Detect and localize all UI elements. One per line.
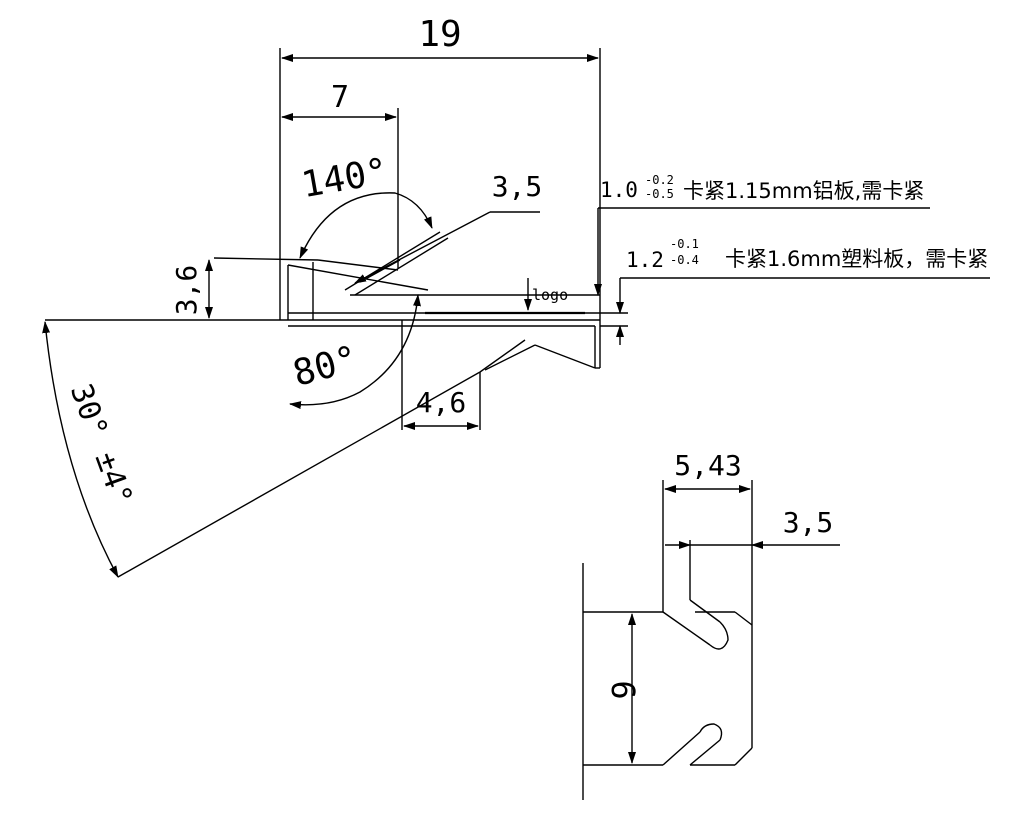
note2-nominal: 1.2 bbox=[626, 248, 664, 272]
section-dimension-inner: 3,5 bbox=[665, 506, 840, 549]
dimension-overall-width: 19 bbox=[281, 14, 599, 62]
dimension-upper-width: 7 bbox=[281, 80, 397, 121]
dimension-bottom-width: 4,6 bbox=[403, 386, 479, 430]
dim-label-3-6: 3,6 bbox=[170, 265, 203, 316]
logo-label: logo bbox=[532, 286, 568, 304]
section-dimension-width: 5,43 bbox=[664, 449, 751, 493]
note1-text: 卡紧1.15mm铝板,需卡紧 bbox=[683, 179, 924, 203]
logo-marker: logo bbox=[524, 278, 568, 311]
section-view-profile bbox=[582, 480, 753, 800]
dim-label-4-6: 4,6 bbox=[416, 386, 467, 419]
dim-label-140: 140° bbox=[298, 151, 391, 206]
note2-tol-lower: -0.4 bbox=[670, 253, 699, 267]
note-aluminum: 1.0 -0.2 -0.5 卡紧1.15mm铝板,需卡紧 bbox=[594, 173, 930, 296]
note-plastic: 1.2 -0.1 -0.4 卡紧1.6mm塑料板，需卡紧 bbox=[600, 237, 990, 345]
dim-label-30-deg: 30° ±4° bbox=[63, 379, 139, 510]
dimension-height-left: 3,6 bbox=[170, 259, 213, 319]
dim-label-80: 80° bbox=[289, 338, 362, 394]
dimension-thickness-top: 3,5 bbox=[354, 170, 543, 284]
note2-text: 卡紧1.6mm塑料板，需卡紧 bbox=[725, 247, 988, 271]
dim-label-3-5-top: 3,5 bbox=[492, 170, 543, 203]
note1-tol-upper: -0.2 bbox=[645, 173, 674, 187]
dim-label-7: 7 bbox=[331, 80, 349, 115]
dim-label-5-43: 5,43 bbox=[674, 449, 741, 482]
note1-tol-lower: -0.5 bbox=[645, 187, 674, 201]
dimension-angle-bottom: 80° bbox=[289, 294, 421, 410]
dimension-slope-angle: 30° ±4° bbox=[42, 321, 139, 578]
dimension-angle-top: 140° bbox=[298, 151, 433, 259]
dim-label-3-5-section: 3,5 bbox=[783, 506, 834, 539]
section-dimension-height: 6 bbox=[604, 613, 642, 764]
dim-label-6: 6 bbox=[604, 680, 642, 699]
dim-label-19: 19 bbox=[418, 14, 461, 55]
note1-nominal: 1.0 bbox=[600, 178, 638, 202]
note2-tol-upper: -0.1 bbox=[670, 237, 699, 251]
